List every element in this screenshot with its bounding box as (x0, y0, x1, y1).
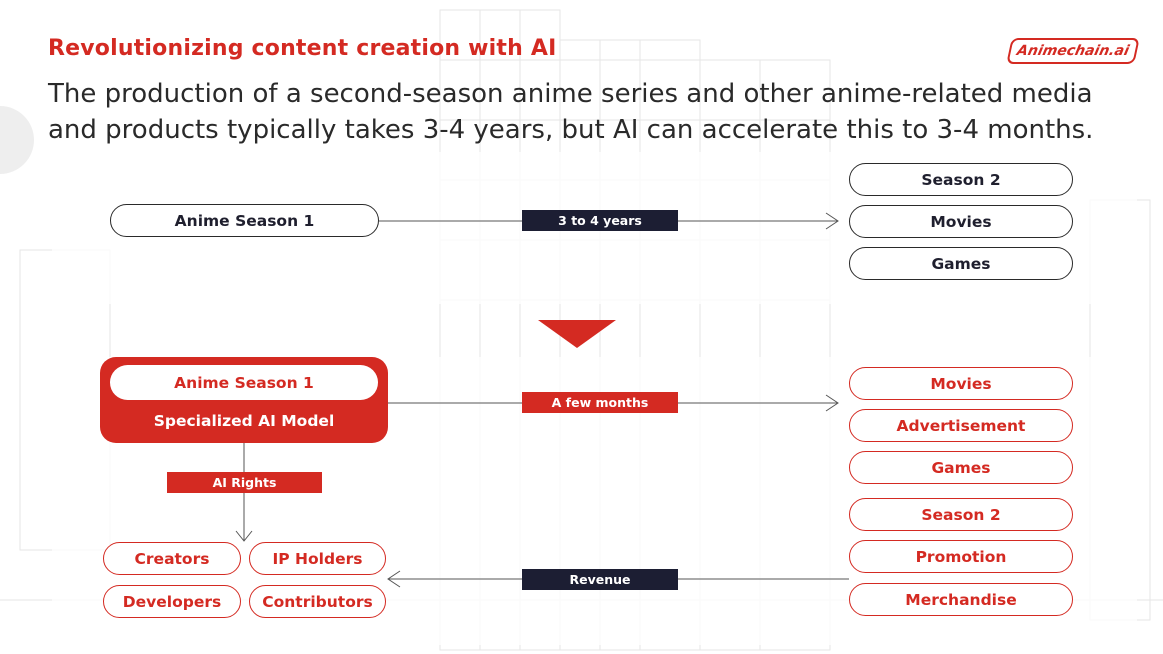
ai-output-season-2: Season 2 (849, 498, 1073, 531)
traditional-output-movies: Movies (849, 205, 1073, 238)
stakeholder-creators: Creators (103, 542, 241, 575)
ai-output-promotion: Promotion (849, 540, 1073, 573)
ai-output-games: Games (849, 451, 1073, 484)
ai-duration-label: A few months (522, 392, 678, 413)
traditional-output-games: Games (849, 247, 1073, 280)
page-title: Revolutionizing content creation with AI (48, 36, 557, 61)
ai-rights-label: AI Rights (167, 472, 322, 493)
ai-model-label: Specialized AI Model (153, 412, 335, 430)
ai-source-node: Anime Season 1 (110, 365, 378, 400)
transition-arrow-icon (538, 320, 616, 348)
revenue-label: Revenue (522, 569, 678, 590)
traditional-source-node: Anime Season 1 (110, 204, 379, 237)
stakeholder-ip-holders: IP Holders (249, 542, 386, 575)
ai-output-merchandise: Merchandise (849, 583, 1073, 616)
stakeholder-developers: Developers (103, 585, 241, 618)
traditional-output-season-2: Season 2 (849, 163, 1073, 196)
ai-output-advertisement: Advertisement (849, 409, 1073, 442)
ai-output-movies: Movies (849, 367, 1073, 400)
stakeholder-contributors: Contributors (249, 585, 386, 618)
specialized-ai-model-node: Anime Season 1 Specialized AI Model (100, 357, 388, 443)
page-subtitle: The production of a second-season anime … (48, 79, 1094, 145)
traditional-duration-label: 3 to 4 years (522, 210, 678, 231)
